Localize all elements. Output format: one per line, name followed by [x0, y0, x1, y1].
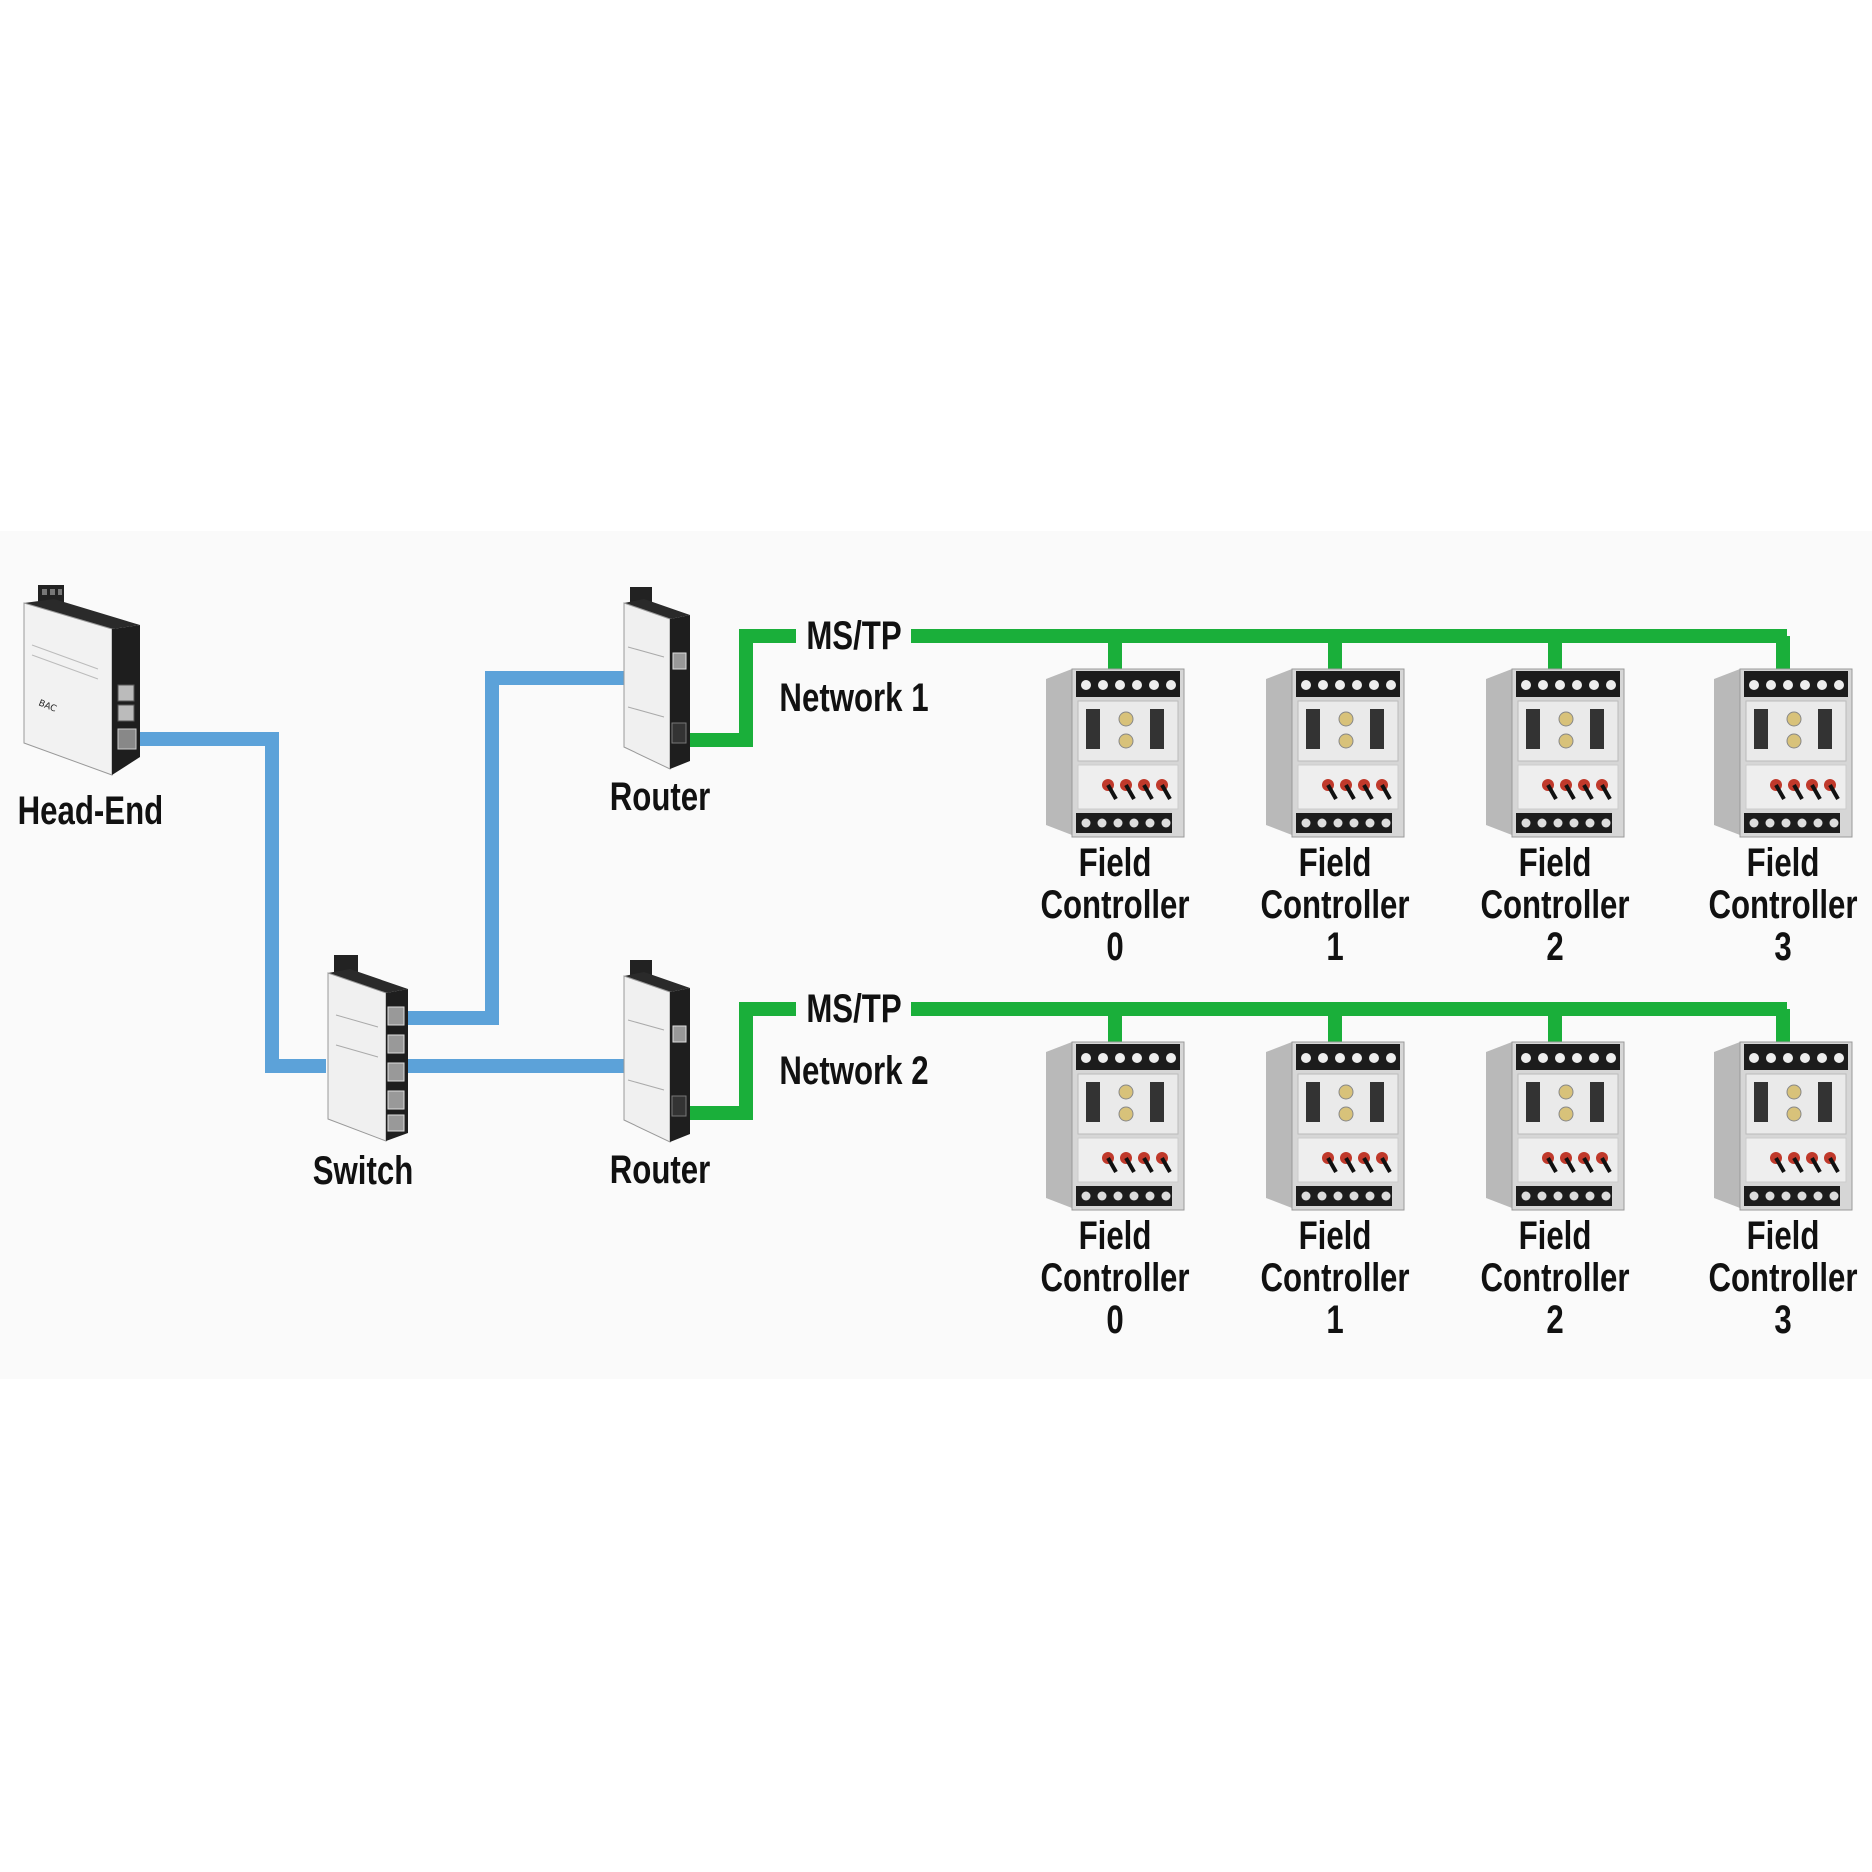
controller-label-line1: Field [1518, 1214, 1592, 1258]
field-controller-1-1[interactable] [1262, 665, 1408, 843]
controller-label-line2: Controller [1708, 1256, 1858, 1300]
field-controller-icon [1266, 668, 1405, 838]
controller-label-line1: Field [1746, 1214, 1820, 1258]
field-controller-icon [1046, 668, 1185, 838]
mstp-bus-stub-1 [690, 629, 796, 747]
controller-number: 2 [1546, 1298, 1564, 1342]
network-name-label-1: Network 1 [779, 676, 929, 720]
ethernet-link-switch-router-1 [405, 671, 624, 1025]
head-end-device[interactable]: BAC [18, 585, 143, 780]
controller-label-line2: Controller [1480, 883, 1630, 927]
controller-label-line1: Field [1746, 841, 1820, 885]
controller-label-line2: Controller [1708, 883, 1858, 927]
mstp-bus-stub-2 [690, 1002, 796, 1120]
controller-label-line2: Controller [1260, 883, 1410, 927]
controller-label-line2: Controller [1260, 1256, 1410, 1300]
controller-label-line1: Field [1078, 1214, 1152, 1258]
head-end-icon: BAC [23, 585, 140, 776]
field-controller-icon [1046, 1041, 1185, 1211]
controller-label-line2: Controller [1040, 1256, 1190, 1300]
head-end-label: Head-End [17, 789, 164, 833]
controller-label-line1: Field [1298, 1214, 1372, 1258]
router-label-2: Router [609, 1148, 711, 1192]
field-controller-2-0[interactable] [1042, 1038, 1188, 1216]
switch-label: Switch [312, 1149, 414, 1193]
field-controller-1-3[interactable] [1710, 665, 1856, 843]
router-device-1[interactable] [618, 587, 694, 771]
field-controller-icon [1486, 668, 1625, 838]
field-controller-icon [1266, 1041, 1405, 1211]
router-label-1: Router [609, 775, 711, 819]
field-controller-2-1[interactable] [1262, 1038, 1408, 1216]
protocol-label-2: MS/TP [806, 987, 902, 1031]
controller-number: 1 [1326, 1298, 1344, 1342]
controller-label-line1: Field [1078, 841, 1152, 885]
network-name-label-2: Network 2 [779, 1049, 929, 1093]
router-icon [623, 960, 690, 1143]
protocol-label-1: MS/TP [806, 614, 902, 658]
field-controller-icon [1714, 1041, 1853, 1211]
ethernet-link-headend-switch [138, 732, 326, 1073]
controller-number: 0 [1106, 1298, 1124, 1342]
field-controller-icon [1714, 668, 1853, 838]
field-controller-icon [1486, 1041, 1625, 1211]
controller-label-line2: Controller [1040, 883, 1190, 927]
field-controller-2-2[interactable] [1482, 1038, 1628, 1216]
switch-icon [327, 955, 408, 1142]
controller-number: 3 [1774, 1298, 1792, 1342]
controller-number: 0 [1106, 925, 1124, 969]
router-device-2[interactable] [618, 960, 694, 1144]
controller-label-line1: Field [1298, 841, 1372, 885]
controller-number: 2 [1546, 925, 1564, 969]
controller-label-line1: Field [1518, 841, 1592, 885]
controller-label-line2: Controller [1480, 1256, 1630, 1300]
controller-number: 1 [1326, 925, 1344, 969]
field-controller-1-0[interactable] [1042, 665, 1188, 843]
ethernet-switch-device[interactable] [320, 955, 412, 1143]
router-icon [623, 587, 690, 770]
field-controller-2-3[interactable] [1710, 1038, 1856, 1216]
field-controller-1-2[interactable] [1482, 665, 1628, 843]
controller-number: 3 [1774, 925, 1792, 969]
